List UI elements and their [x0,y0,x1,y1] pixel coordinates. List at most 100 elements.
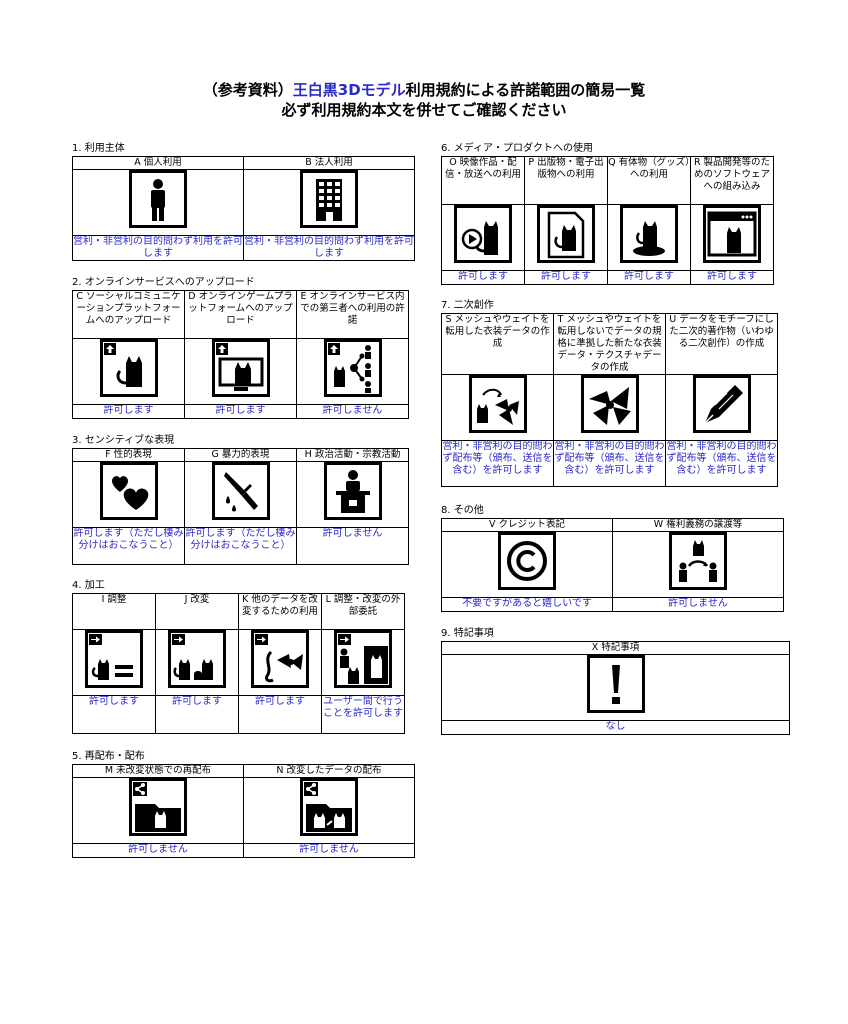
document-title: （参考資料）王白黒3Dモデル利用規約による許諾範囲の簡易一覧 必ず利用規約本文を… [0,80,848,120]
license-table: V クレジット表記 W 権利義務の譲渡等 不要ですがあると嬉しいです 許可しませ… [441,518,784,612]
item-status: 許可します [607,270,691,285]
item-label: Q 有体物（グッズ）への利用 [607,156,691,205]
license-table: C ソーシャルコミュニケーションプラットフォームへのアップロード D オンライン… [72,290,409,419]
section-heading: 8. その他 [441,505,484,516]
bow-tail-icon [251,630,309,688]
license-table: O 映像作品・配信・放送への利用 P 出版物・電子出版物への利用 Q 有体物（グ… [441,156,774,285]
section-7: 7. 二次創作 S メッシュやウェイトを転用した衣装データの作成 T メッシュや… [441,300,778,487]
item-label: B 法人利用 [243,156,415,170]
license-table: A 個人利用 B 法人利用 営利・非営利の目的問わず利用を許可します 営利・非営… [72,156,415,261]
section-4: 4. 加工 I 調整 J 改変 K 他のデータを改変するための利用 L 調整・改… [72,580,405,734]
license-table: I 調整 J 改変 K 他のデータを改変するための利用 L 調整・改変の外部委託… [72,593,405,734]
item-status: 許可します [441,270,525,285]
item-status: 営利・非営利の目的問わず配布等（頒布、送信を含む）を許可します [665,440,778,487]
section-heading: 5. 再配布・配布 [72,751,145,762]
copyright-icon [498,532,556,590]
item-label: G 暴力的表現 [184,448,297,462]
item-label: J 改変 [155,593,239,630]
share-folder-icon [129,778,187,836]
building-icon [300,170,358,228]
share-folder-modified-icon [300,778,358,836]
video-cat-icon [454,205,512,263]
item-status: 許可します [238,695,322,734]
item-label: A 個人利用 [72,156,244,170]
upload-cat-icon [99,339,158,397]
title-product-name: 王白黒3Dモデル [292,81,406,99]
hearts-icon [99,462,158,520]
item-label: I 調整 [72,593,156,630]
modify-icon [168,630,226,688]
section-5: 5. 再配布・配布 M 未改変状態での再配布 N 改変したデータの配布 許可しま… [72,751,415,858]
item-label: L 調整・改変の外部委託 [321,593,405,630]
item-status: 許可します [524,270,608,285]
item-label: U データをモチーフにした二次的著作物（いわゆる二次創作）の作成 [665,313,778,375]
item-status: 許可しません [296,404,409,419]
item-status: 営利・非営利の目的問わず配布等（頒布、送信を含む）を許可します [441,440,554,487]
pen-nib-icon [692,375,751,433]
adjust-icon [85,630,143,688]
transfer-icon [669,532,727,590]
outsource-icon [334,630,392,688]
section-8: 8. その他 V クレジット表記 W 権利義務の譲渡等 不要ですがあると嬉しいで… [441,505,784,612]
item-label: P 出版物・電子出版物への利用 [524,156,608,205]
costume-cat-icon [468,375,527,433]
item-status: 許可します [72,404,185,419]
item-label: C ソーシャルコミュニケーションプラットフォームへのアップロード [72,290,185,339]
item-label: M 未改変状態での再配布 [72,764,244,778]
exclamation-icon [586,655,645,713]
item-status: 許可します [184,404,297,419]
item-label: O 映像作品・配信・放送への利用 [441,156,525,205]
license-table: S メッシュやウェイトを転用した衣装データの作成 T メッシュやウェイトを転用し… [441,313,778,487]
item-label: K 他のデータを改変するための利用 [238,593,322,630]
item-status: 許可します（ただし棲み分けはおこなうこと） [184,527,297,565]
license-table: M 未改変状態での再配布 N 改変したデータの配布 許可しません 許可しません [72,764,415,858]
item-label: S メッシュやウェイトを転用した衣装データの作成 [441,313,554,375]
license-table: F 性的表現 G 暴力的表現 H 政治活動・宗教活動 許可します（ただし棲み分け… [72,448,409,565]
document-cat-icon [537,205,595,263]
item-status: 許可しません [612,597,784,612]
knife-icon [211,462,270,520]
item-status: 営利・非営利の目的問わず利用を許可します [243,235,415,261]
share-people-icon [323,339,382,397]
software-window-icon [703,205,761,263]
costume-icon [580,375,639,433]
section-heading: 4. 加工 [72,580,105,591]
title-prefix: （参考資料） [202,81,293,99]
item-status: 不要ですがあると嬉しいです [441,597,613,612]
title-suffix: 利用規約による許諾範囲の簡易一覧 [405,81,646,99]
section-heading: 7. 二次創作 [441,300,494,311]
section-3: 3. センシティブな表現 F 性的表現 G 暴力的表現 H 政治活動・宗教活動 … [72,435,409,565]
title-line-1: （参考資料）王白黒3Dモデル利用規約による許諾範囲の簡易一覧 [0,80,848,100]
item-label: T メッシュやウェイトを転用しないでデータの規格に準拠した新たな衣装データ・テク… [553,313,666,375]
section-heading: 2. オンラインサービスへのアップロード [72,277,255,288]
section-heading: 6. メディア・プロダクトへの使用 [441,143,594,154]
podium-icon [323,462,382,520]
person-icon [129,170,187,228]
item-status: ユーザー間で行うことを許可します [321,695,405,734]
item-status: 許可しません [296,527,409,565]
item-status: 許可しません [243,843,415,858]
item-status: 許可します [155,695,239,734]
item-label: F 性的表現 [72,448,185,462]
section-9: 9. 特記事項 X 特記事項 なし [441,628,790,735]
item-label: H 政治活動・宗教活動 [296,448,409,462]
item-label: W 権利義務の譲渡等 [612,518,784,532]
item-status: なし [441,720,790,735]
title-line-2: 必ず利用規約本文を併せてご確認ください [281,101,567,119]
item-status: 営利・非営利の目的問わず利用を許可します [72,235,244,261]
license-table: X 特記事項 なし [441,641,790,735]
item-label: V クレジット表記 [441,518,613,532]
upload-monitor-cat-icon [211,339,270,397]
item-status: 営利・非営利の目的問わず配布等（頒布、送信を含む）を許可します [553,440,666,487]
item-label: D オンラインゲームプラットフォームへのアップロード [184,290,297,339]
item-status: 許可しません [72,843,244,858]
item-status: 許可します [690,270,774,285]
section-2: 2. オンラインサービスへのアップロード C ソーシャルコミュニケーションプラッ… [72,277,409,419]
item-label: N 改変したデータの配布 [243,764,415,778]
item-label: R 製品開発等のためのソフトウェアへの組み込み [690,156,774,205]
section-heading: 9. 特記事項 [441,628,494,639]
item-status: 許可します（ただし棲み分けはおこなうこと） [72,527,185,565]
section-1: 1. 利用主体 A 個人利用 B 法人利用 営利・非営利の目的問わず利用を許可し… [72,143,415,261]
item-label: E オンラインサービス内での第三者への利用の許諾 [296,290,409,339]
section-heading: 3. センシティブな表現 [72,435,175,446]
